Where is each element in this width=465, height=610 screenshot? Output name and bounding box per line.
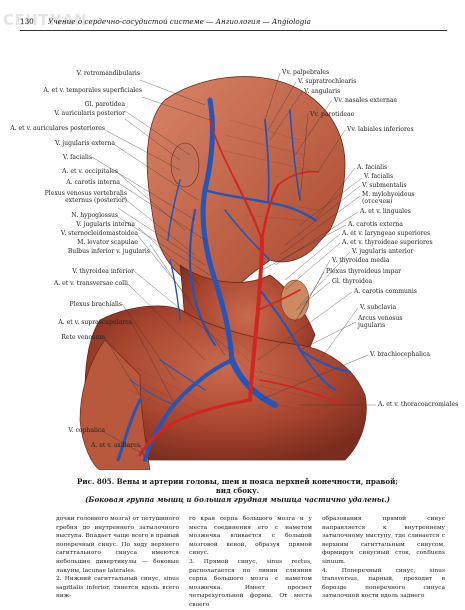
label-right: A. et v. thyroideae superiores bbox=[342, 239, 433, 246]
label-left: Bulbus inferior v. jugularis bbox=[67, 248, 150, 255]
label-left: V. retromandibularis bbox=[76, 70, 140, 77]
caption-subtitle: (Боковая группа мышц и большая грудная м… bbox=[85, 495, 390, 504]
label-left: V. facialis bbox=[62, 154, 92, 161]
label-right: V. jugularis anterior bbox=[352, 248, 414, 255]
label-right: Vv. palpebrales bbox=[282, 69, 330, 76]
running-title: Учение о сердечно-сосудистой системе — А… bbox=[48, 16, 311, 26]
label-right: Vv. labiales inferiores bbox=[347, 126, 414, 133]
label-left: V. cephalica bbox=[68, 427, 105, 434]
watermark: CEHTNAN bbox=[3, 11, 88, 29]
paragraph: дочки головного мозга) от петушиного гре… bbox=[56, 516, 179, 574]
label-left: Plexus brachialis bbox=[69, 301, 122, 308]
label-right: V. brachiocephalica bbox=[370, 351, 431, 358]
label-left: V. jugularis externa bbox=[55, 140, 115, 147]
label-right: A. carotis communis bbox=[354, 288, 417, 295]
text-column: дочки головного мозга) от петушиного гре… bbox=[56, 515, 179, 610]
label-right: A. facialis bbox=[357, 164, 388, 171]
label-right: Gl. thyroidea bbox=[332, 278, 373, 285]
arteries bbox=[138, 119, 346, 457]
label-right: V. submentalis bbox=[362, 182, 407, 189]
label-right: V. subclavia bbox=[360, 304, 397, 311]
body-text: дочки головного мозга) от петушиного гре… bbox=[56, 515, 445, 610]
label-right: A. carotis externa bbox=[348, 221, 403, 228]
text-column: го края серпа большого мозга и у места с… bbox=[189, 515, 312, 610]
label-right: A. et v. thoracoacromiales bbox=[378, 401, 459, 408]
paragraph: 3. Прямой синус, sinus rectus, располага… bbox=[189, 558, 312, 608]
paragraph: 2. Нижний сагиттальный синус, sinus sagi… bbox=[56, 576, 179, 600]
leader-lines-right bbox=[257, 72, 376, 406]
label-right: Vv. nasales externae bbox=[334, 97, 398, 104]
label-left: V. jugularis interna bbox=[76, 221, 135, 228]
label-left: A. et v. axillares bbox=[90, 442, 140, 449]
label-right: M. mylohyoideus (отсечен) bbox=[362, 191, 415, 205]
header-rule bbox=[20, 30, 447, 31]
label-left: Gl. parotidea bbox=[84, 101, 125, 108]
page-header: 130 Учение о сердечно-сосудистой системе… bbox=[20, 14, 447, 28]
label-right: V. facialis bbox=[364, 173, 394, 180]
head-shape bbox=[146, 76, 346, 293]
caption-title: Рис. 805. Вены и артерии головы, шеи и п… bbox=[77, 477, 398, 495]
label-right: Plexus thyroideus impar bbox=[326, 268, 402, 275]
paragraph: 4. Поперечный синус, sinus transversus, … bbox=[322, 567, 445, 600]
label-left: Rete venosum bbox=[61, 334, 105, 341]
label-left: V. sternocleidomastoidea bbox=[60, 230, 138, 237]
label-left: V. thyroidea inferior bbox=[72, 268, 134, 275]
label-left: A. et v. transversae colli bbox=[53, 280, 128, 287]
label-right: V. supratrochlearis bbox=[298, 78, 357, 85]
text-column: образования прямой синус направляется к … bbox=[322, 515, 445, 610]
label-right: Arcus venosus jugularis bbox=[358, 315, 403, 329]
paragraph: го края серпа большого мозга и у места с… bbox=[189, 516, 312, 557]
anatomy-illustration bbox=[79, 72, 376, 470]
label-left: A. et v. occipitales bbox=[62, 168, 118, 175]
ear-shape bbox=[170, 142, 200, 188]
label-left: A. et v. suprascapulares bbox=[58, 319, 132, 326]
label-left: V. auricularis posterior bbox=[54, 110, 125, 117]
label-left: A. et v. temporales superficiales bbox=[43, 87, 142, 94]
paragraph: образования прямой синус направляется к … bbox=[322, 516, 445, 565]
label-left: N. hypoglossus bbox=[71, 212, 118, 219]
arm-shape bbox=[79, 339, 151, 470]
anatomical-figure: V. retromandibularis A. et v. temporales… bbox=[0, 60, 465, 470]
label-right: V. thyroidea media bbox=[332, 257, 390, 264]
label-right: V. angularis bbox=[304, 88, 341, 95]
page-number: 130 bbox=[20, 16, 34, 26]
label-left: A. et v. auriculares posteriores bbox=[10, 125, 105, 132]
label-right: Vv. parotideae bbox=[310, 111, 355, 118]
leader-lines-left bbox=[91, 79, 231, 461]
figure-caption: Рис. 805. Вены и артерии головы, шеи и п… bbox=[70, 477, 405, 504]
label-left: M. levator scapulae bbox=[77, 239, 138, 246]
label-right: A. et v. laryngeae superiores bbox=[342, 230, 431, 237]
label-left: Plexus venosus vertebralis externus (pos… bbox=[44, 190, 127, 204]
label-right: A. et v. linguales bbox=[360, 208, 411, 215]
label-left: A. carotis interna bbox=[66, 179, 120, 186]
